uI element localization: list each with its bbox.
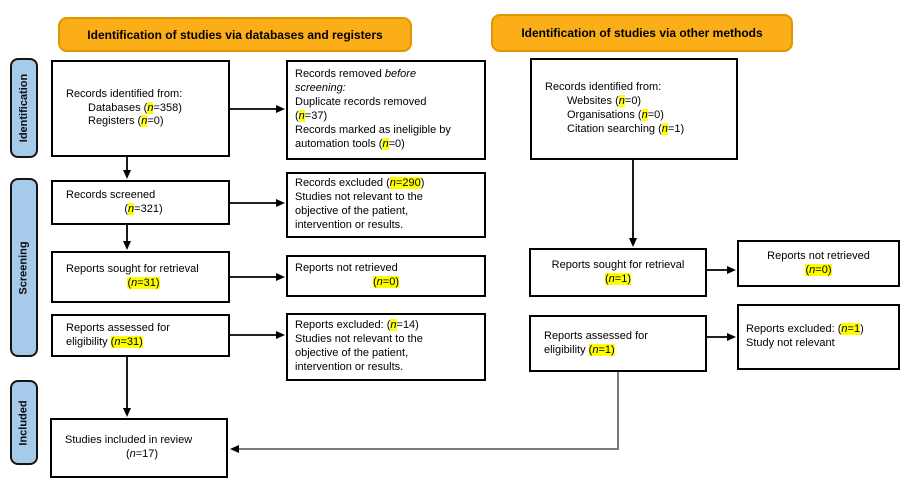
box-text-line: Records excluded (n=290) bbox=[295, 177, 425, 190]
box-reports-excluded-databases: Reports excluded: (n=14)Studies not rele… bbox=[286, 313, 486, 381]
stage-label-identification: Identification bbox=[10, 58, 38, 158]
box-reports-sought-other: Reports sought for retrieval(n=1) bbox=[529, 248, 707, 297]
box-text-line: Records marked as ineligible by bbox=[295, 123, 451, 136]
box-text-line: intervention or results. bbox=[295, 218, 404, 231]
box-text-line: (n=321) bbox=[124, 202, 163, 215]
box-text-line: (n=0) bbox=[372, 276, 399, 288]
stage-label-text: Screening bbox=[18, 240, 30, 295]
box-text-line: automation tools (n=0) bbox=[295, 137, 405, 150]
stage-label-text: Included bbox=[18, 399, 31, 446]
box-text-line: Reports sought for retrieval bbox=[66, 263, 199, 276]
stage-label-screening: Screening bbox=[10, 178, 38, 357]
box-records-identified-other: Records identified from:Websites (n=0)Or… bbox=[530, 58, 738, 160]
box-text-line: screening: bbox=[295, 82, 346, 95]
box-text-line: Records identified from: bbox=[545, 81, 662, 94]
box-text-line: Records removed before bbox=[295, 68, 417, 81]
box-text-line: (n=0) bbox=[805, 263, 832, 276]
box-text-line: Duplicate records removed bbox=[295, 96, 427, 109]
box-text-line: Studies not relevant to the bbox=[295, 333, 423, 346]
box-text-line: (n=1) bbox=[604, 272, 631, 285]
box-text-line: Studies included in review bbox=[65, 434, 193, 447]
box-text-line: Records screened bbox=[66, 188, 156, 201]
box-text-line: Reports assessed for bbox=[544, 329, 648, 342]
header-databases-registers: Identification of studies via databases … bbox=[58, 17, 412, 52]
arrow-assessed-other-to-included bbox=[230, 372, 619, 453]
box-text-line: Reports excluded: (n=1) bbox=[746, 323, 864, 336]
box-reports-sought-databases: Reports sought for retrieval(n=31) bbox=[51, 251, 230, 303]
box-text-line: Reports assessed for bbox=[66, 321, 170, 334]
box-text-line: Study not relevant bbox=[746, 337, 835, 349]
box-text-line: (n=37) bbox=[295, 110, 328, 122]
box-reports-not-retrieved-other: Reports not retrieved(n=0) bbox=[737, 240, 900, 287]
box-text-line: Citation searching (n=1) bbox=[567, 122, 685, 135]
box-text-line: Studies not relevant to the bbox=[295, 191, 423, 204]
box-text-line: objective of the patient, bbox=[295, 347, 409, 359]
box-text-line: Reports excluded: (n=14) bbox=[295, 319, 419, 332]
box-records-excluded: Records excluded (n=290)Studies not rele… bbox=[286, 172, 486, 238]
stage-label-text: Identification bbox=[18, 73, 31, 143]
header-other-methods: Identification of studies via other meth… bbox=[491, 14, 793, 52]
box-text-line: (n=31) bbox=[127, 277, 160, 289]
stage-label-included: Included bbox=[10, 380, 38, 465]
box-text-line: (n=17) bbox=[125, 448, 159, 460]
box-reports-excluded-other: Reports excluded: (n=1)Study not relevan… bbox=[737, 304, 900, 370]
box-text-line: intervention or results. bbox=[295, 360, 404, 373]
box-text-line: eligibility (n=1) bbox=[544, 343, 615, 356]
box-text-line: Reports not retrieved bbox=[767, 249, 870, 262]
box-text-line: Registers (n=0) bbox=[88, 115, 164, 128]
box-studies-included: Studies included in review(n=17) bbox=[50, 418, 228, 478]
box-text-line: Reports not retrieved bbox=[295, 262, 398, 275]
header-label: Identification of studies via databases … bbox=[87, 27, 383, 42]
box-text-line: Reports sought for retrieval bbox=[551, 258, 685, 271]
box-text-line: Organisations (n=0) bbox=[567, 109, 664, 121]
box-text-line: Databases (n=358) bbox=[88, 101, 182, 114]
box-records-screened: Records screened(n=321) bbox=[51, 180, 230, 225]
box-text-line: Websites (n=0) bbox=[567, 95, 642, 108]
header-label: Identification of studies via other meth… bbox=[521, 26, 763, 40]
box-text-line: eligibility (n=31) bbox=[66, 335, 143, 348]
box-text-line: objective of the patient, bbox=[295, 205, 409, 217]
box-records-identified-databases: Records identified from:Databases (n=358… bbox=[51, 60, 230, 157]
box-text-line: Records identified from: bbox=[66, 87, 183, 100]
box-reports-not-retrieved-databases: Reports not retrieved(n=0) bbox=[286, 255, 486, 297]
